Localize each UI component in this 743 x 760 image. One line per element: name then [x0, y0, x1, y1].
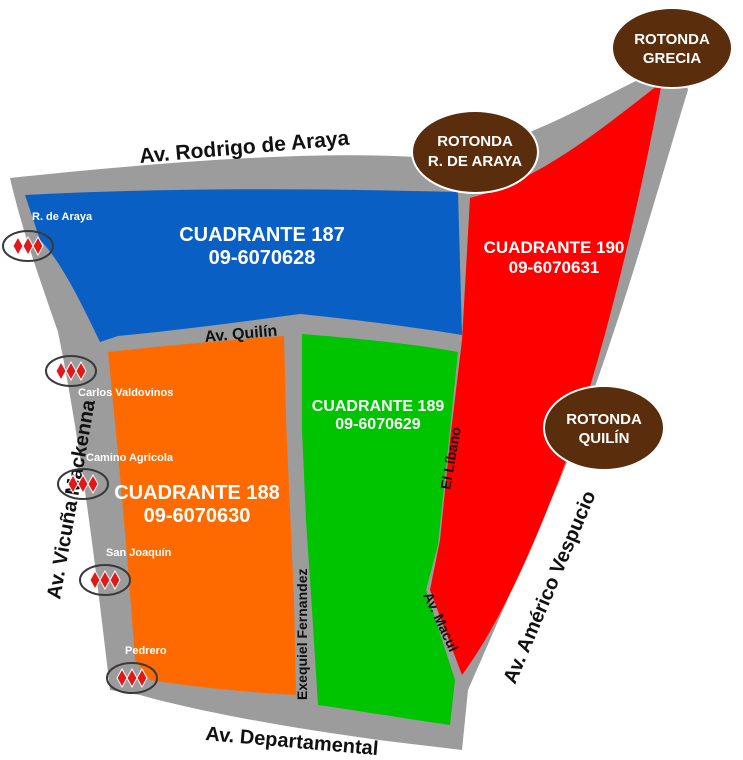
roundabout-r-de-araya-line2: R. DE ARAYA: [428, 153, 522, 170]
roundabout-grecia-line1: ROTONDA: [634, 31, 710, 48]
roundabout-grecia-marker: [611, 7, 733, 89]
station-label-san-joaquin: San Joaquín: [106, 547, 172, 559]
metro-diamonds-icon: [45, 355, 97, 387]
station-label-pedrero: Pedrero: [125, 645, 167, 657]
sector-190-phone: 09-6070631: [509, 258, 600, 277]
sector-189-area: [302, 334, 458, 725]
sector-188-phone: 09-6070630: [144, 505, 251, 527]
sector-187-area: [25, 189, 462, 342]
roundabout-grecia-line2: GRECIA: [643, 50, 702, 67]
road-label-exequiel-fernandez: Exequiel Fernandez: [294, 569, 310, 700]
station-label-camino-agricola: Camino Agrícola: [86, 452, 174, 464]
sector-190-area: [430, 82, 662, 675]
road-label-quilin: Av. Quilín: [204, 323, 278, 346]
metro-diamonds-icon: [106, 662, 158, 694]
metro-diamonds-icon: [2, 230, 54, 262]
roundabout-r-de-araya-marker: [411, 110, 539, 194]
station-label-r-de-araya: R. de Araya: [32, 211, 93, 223]
roundabout-quilin-line2: QUILÍN: [579, 430, 630, 447]
roundabout-r-de-araya: ROTONDA R. DE ARAYA: [411, 110, 539, 194]
sector-187-name: CUADRANTE 187: [179, 224, 345, 246]
roundabout-quilin-marker: [543, 385, 665, 471]
sector-189-name: CUADRANTE 189: [312, 398, 445, 415]
station-label-carlos-valdovinos: Carlos Valdovinos: [78, 387, 173, 399]
sector-188-name: CUADRANTE 188: [114, 482, 280, 504]
roundabout-quilin-line1: ROTONDA: [566, 411, 642, 428]
roundabout-r-de-araya-line1: ROTONDA: [437, 133, 513, 150]
sector-190-label: CUADRANTE 190 09-6070631: [484, 238, 625, 277]
sector-188-area: [108, 336, 296, 695]
sector-189-label: CUADRANTE 189 09-6070629: [312, 398, 445, 433]
sector-189-phone: 09-6070629: [335, 416, 421, 433]
metro-diamonds-icon: [79, 564, 131, 596]
sector-188-label: CUADRANTE 188 09-6070630: [114, 482, 280, 527]
metro-diamonds-icon: [57, 468, 109, 500]
roundabout-quilin: ROTONDA QUILÍN: [543, 385, 665, 471]
sector-190-name: CUADRANTE 190: [484, 238, 625, 257]
roundabout-grecia: ROTONDA GRECIA: [611, 7, 733, 89]
sector-187-label: CUADRANTE 187 09-6070628: [179, 224, 345, 269]
sector-187-phone: 09-6070628: [209, 247, 316, 269]
